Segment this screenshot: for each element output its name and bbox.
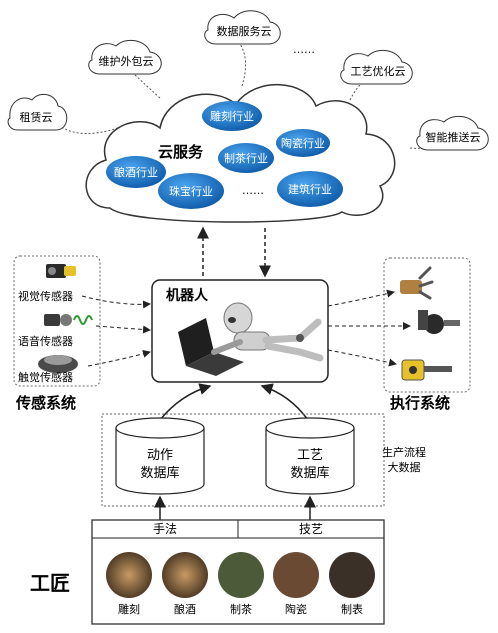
robot-label: 机器人 <box>166 287 209 304</box>
service-bubble <box>88 39 162 75</box>
service-bubble <box>204 10 281 45</box>
sensing-box <box>13 255 101 387</box>
craftsman-label: 工匠 <box>30 571 70 595</box>
craft-left-header: 手法 <box>153 522 177 536</box>
brewing-photo <box>162 552 208 598</box>
watchmaking-photo <box>329 552 375 598</box>
service-bubble <box>7 93 68 131</box>
db-cylinder-craft <box>265 417 355 495</box>
industry-label: 珠宝行业 <box>169 184 213 198</box>
industry-label: 酿酒行业 <box>114 165 158 179</box>
craft-item-label: 制茶 <box>230 603 252 616</box>
laptop-icon <box>178 318 244 376</box>
service-label: 智能推送云 <box>426 130 481 144</box>
execution-arrows <box>327 289 411 367</box>
service-bubble <box>416 115 489 151</box>
db-label: 工艺 <box>297 448 323 463</box>
industry-blob <box>158 173 224 209</box>
motor-icon <box>401 359 452 381</box>
tea-photo <box>218 552 264 598</box>
sensor-arrows <box>81 295 151 367</box>
touch-sensor-icon <box>38 355 78 373</box>
craft-photos <box>106 552 375 598</box>
service-label: 维护外包云 <box>99 54 154 68</box>
db-to-robot-arrows <box>159 383 309 421</box>
ceramics-photo <box>273 552 319 598</box>
humanoid-robot-icon <box>211 302 324 362</box>
camera-icon <box>46 264 76 278</box>
db-label: 动作 <box>147 448 173 463</box>
service-bubbles <box>7 10 489 151</box>
service-label: 工艺优化云 <box>351 64 406 78</box>
craft-item-label: 制表 <box>341 602 363 616</box>
db-label: 数据库 <box>140 465 179 481</box>
gripper-icon <box>400 266 434 300</box>
carving-photo <box>106 552 152 598</box>
actuator-icon <box>418 310 460 334</box>
database-region <box>101 413 385 507</box>
bigdata-label: 大数据 <box>388 460 421 474</box>
db-label: 数据库 <box>290 465 329 481</box>
sensor-label: 触觉传感器 <box>18 370 73 384</box>
industry-blob <box>276 129 330 157</box>
craft-right-header: 技艺 <box>299 522 323 536</box>
execution-box <box>383 257 471 393</box>
bigdata-label: 生产流程 <box>382 445 426 459</box>
execution-title: 执行系统 <box>390 394 450 412</box>
microphone-icon <box>44 314 93 326</box>
service-bubble <box>340 49 413 85</box>
craft-item-label: 陶瓷 <box>285 602 307 616</box>
industry-blob <box>277 171 343 207</box>
industry-blob <box>202 101 262 131</box>
industry-blob <box>106 156 166 188</box>
industry-blob <box>218 143 274 173</box>
craft-item-label: 酿酒 <box>174 602 196 616</box>
sensing-title: 传感系统 <box>15 394 76 412</box>
industry-ellipsis: …… <box>242 184 264 197</box>
industry-label: 陶瓷行业 <box>281 136 325 150</box>
craft-item-label: 雕刻 <box>118 602 140 616</box>
service-label: 数据服务云 <box>217 24 272 38</box>
db-cylinder-action <box>115 417 205 495</box>
industry-label: 雕刻行业 <box>210 109 254 123</box>
service-ellipsis: …… <box>293 43 315 56</box>
cloud-title: 云服务 <box>158 143 204 161</box>
sensor-label: 视觉传感器 <box>18 289 73 303</box>
industry-label: 制茶行业 <box>224 152 268 165</box>
craft-to-db-arrows <box>154 495 316 520</box>
sensor-label: 语音传感器 <box>18 334 73 348</box>
industry-label: 建筑行业 <box>288 182 332 196</box>
service-label: 租赁云 <box>20 110 53 124</box>
industry-blobs <box>106 101 343 209</box>
